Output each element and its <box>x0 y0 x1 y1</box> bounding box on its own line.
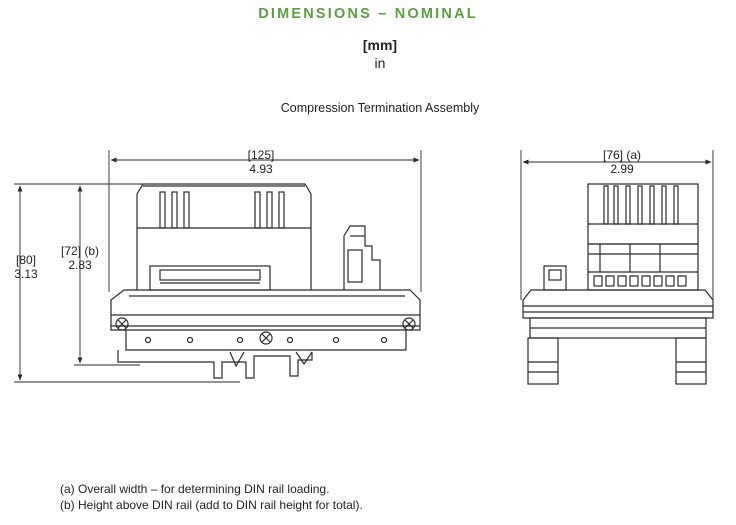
side-width-in: 4.93 <box>249 162 273 176</box>
end-width-label: [76] (a) 2.99 <box>587 148 657 176</box>
side-dimension-lines <box>14 150 422 383</box>
end-dimension-lines <box>520 150 714 300</box>
assembly-subtitle: Compression Termination Assembly <box>280 101 480 115</box>
terminal-fingers <box>159 191 285 229</box>
footnote-a: (a) Overall width – for determining DIN … <box>60 482 330 496</box>
end-width-in: 2.99 <box>610 162 634 176</box>
end-terminal-slots <box>593 275 687 287</box>
unit-in-label: in <box>374 55 386 71</box>
end-terminal-fingers <box>603 185 679 225</box>
footnotes: (a) Overall width – for determining DIN … <box>60 481 363 513</box>
side-view-drawing <box>110 183 421 379</box>
unit-mm-label: [mm] <box>362 37 398 53</box>
end-view-drawing <box>522 183 714 385</box>
footnote-b: (b) Height above DIN rail (add to DIN ra… <box>60 498 363 512</box>
section-title: DIMENSIONS – NOMINAL <box>258 6 478 22</box>
end-width-mm: [76] (a) <box>602 148 641 162</box>
